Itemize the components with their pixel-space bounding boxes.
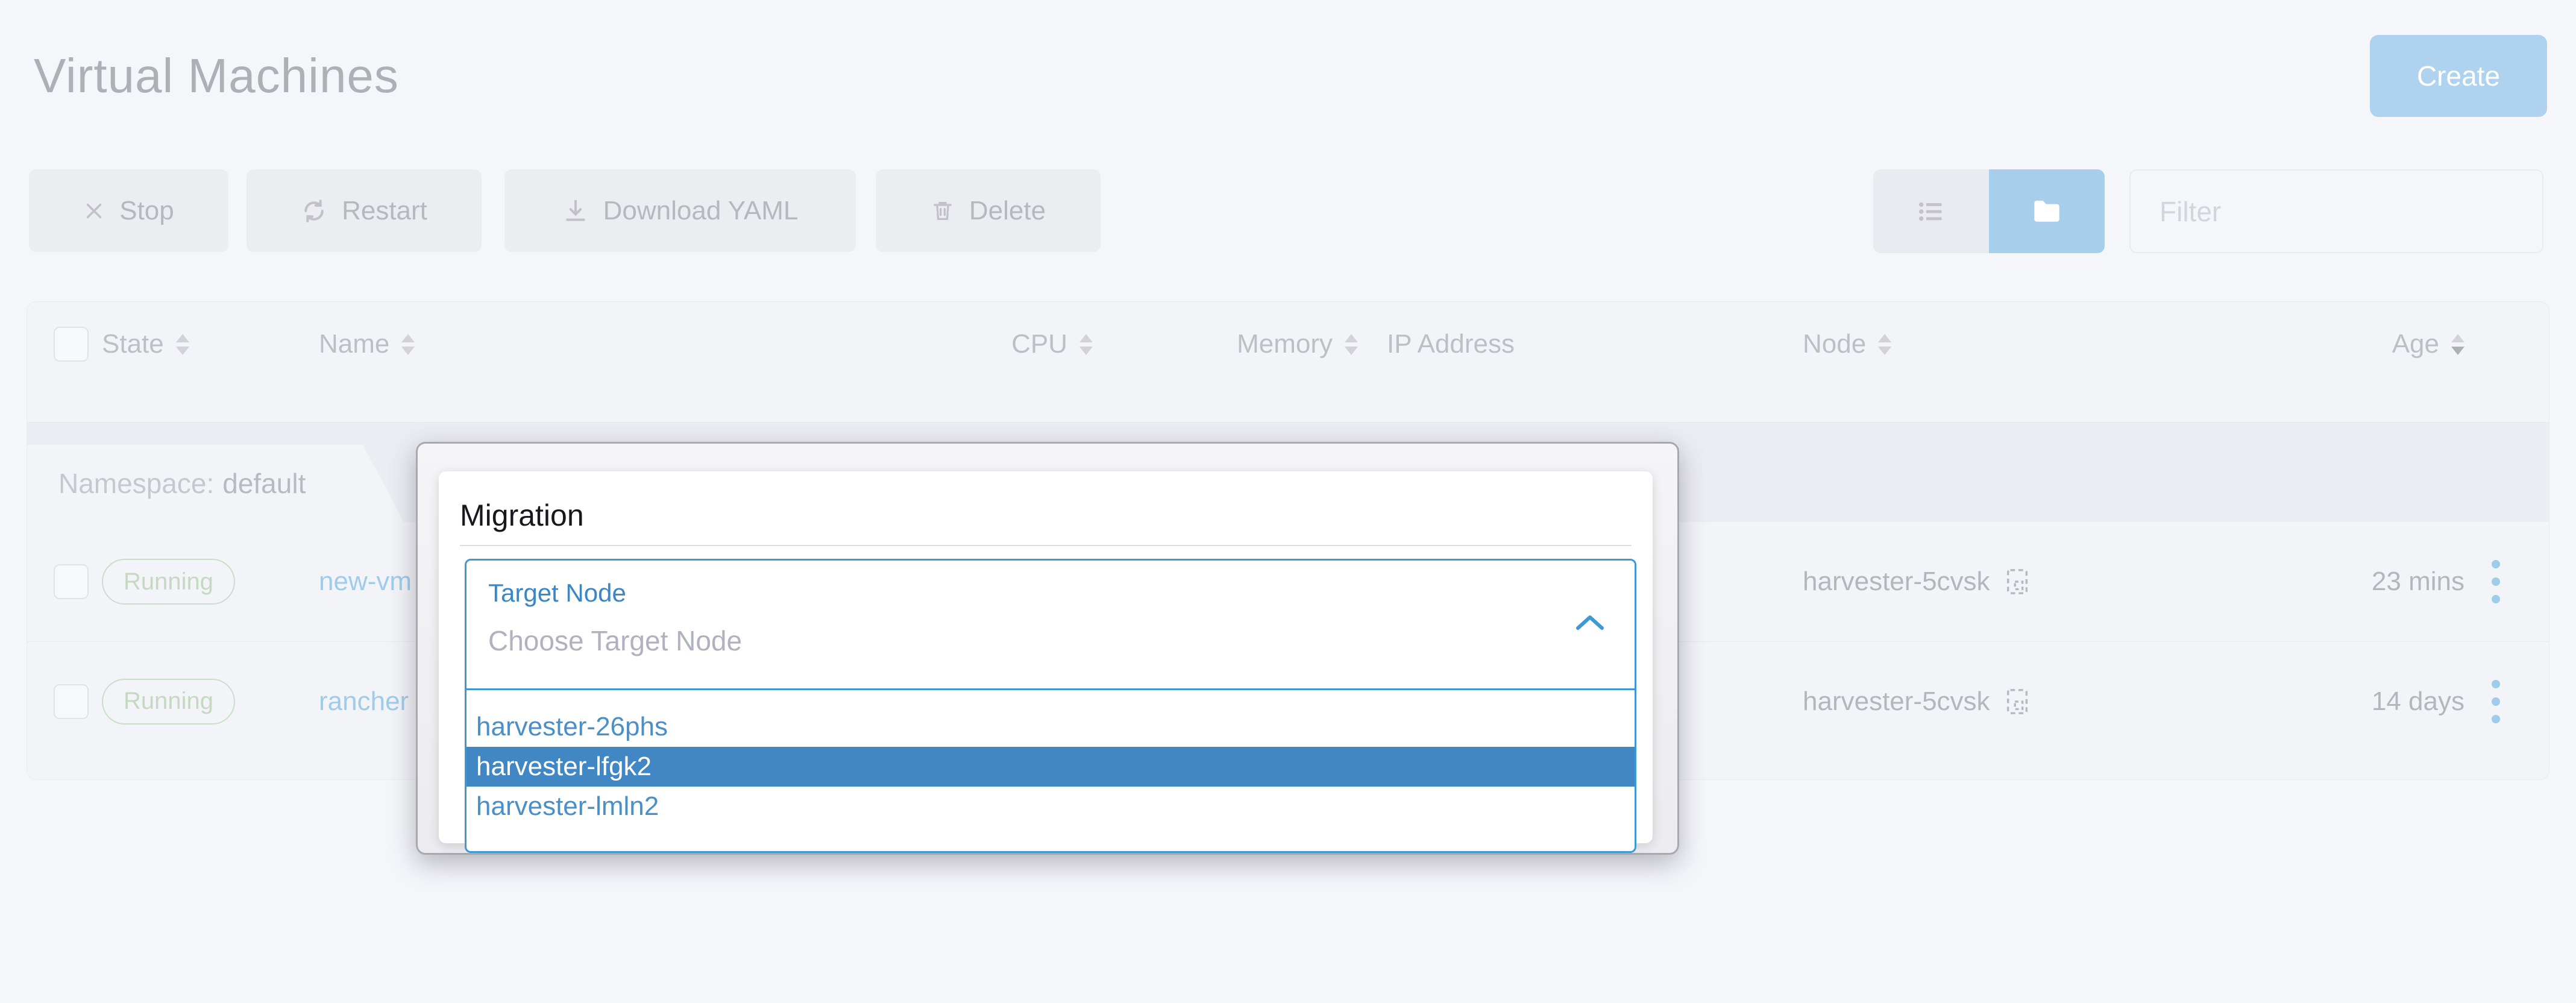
node-value: harvester-5cvsk — [1803, 686, 1990, 716]
list-view-button[interactable] — [1873, 169, 1989, 253]
restart-button[interactable]: Restart — [247, 169, 482, 252]
column-header-state[interactable]: State — [102, 329, 189, 359]
sort-icon — [1079, 333, 1093, 355]
folder-icon — [2034, 200, 2059, 222]
copy-icon[interactable] — [2003, 566, 2031, 597]
age-value: 23 mins — [2371, 567, 2464, 596]
column-header-node[interactable]: Node — [1803, 329, 1892, 359]
view-toggle — [1873, 169, 2105, 253]
node-value: harvester-5cvsk — [1803, 567, 1990, 596]
vm-name-link[interactable]: new-vm — [319, 567, 412, 596]
column-header-memory[interactable]: Memory — [1237, 329, 1358, 359]
column-header-name[interactable]: Name — [319, 329, 415, 359]
row-checkbox[interactable] — [54, 684, 89, 719]
download-icon — [565, 199, 585, 221]
table-header-row: State Name CPU Memory IP Address Node — [27, 302, 2549, 423]
target-node-dropdown: harvester-26phs harvester-lfgk2 harveste… — [465, 690, 1636, 853]
row-actions-kebab-button[interactable] — [2480, 665, 2512, 738]
stop-button-label: Stop — [119, 195, 174, 225]
target-node-select[interactable]: Target Node Choose Target Node — [465, 559, 1636, 690]
folder-view-button[interactable] — [1989, 169, 2105, 253]
row-checkbox[interactable] — [54, 564, 89, 599]
sort-icon — [175, 333, 189, 355]
migration-modal: Migration Target Node Choose Target Node… — [416, 442, 1679, 855]
select-all-checkbox[interactable] — [54, 327, 89, 362]
sort-icon — [1878, 333, 1892, 355]
modal-title: Migration — [460, 498, 584, 532]
dropdown-option[interactable]: harvester-26phs — [476, 712, 668, 741]
copy-icon[interactable] — [2003, 686, 2031, 717]
dropdown-option-selected[interactable]: harvester-lfgk2 — [467, 747, 1635, 787]
status-badge: Running — [102, 559, 236, 605]
filter-input[interactable] — [2129, 169, 2543, 253]
status-badge: Running — [102, 678, 236, 725]
target-node-placeholder: Choose Target Node — [488, 625, 743, 656]
page-title: Virtual Machines — [34, 49, 399, 102]
vm-name-link[interactable]: rancher — [319, 686, 409, 716]
download-yaml-button[interactable]: Download YAML — [504, 169, 856, 252]
divider — [460, 545, 1632, 546]
namespace-value: default — [222, 468, 306, 499]
download-yaml-button-label: Download YAML — [603, 195, 799, 225]
delete-button[interactable]: Delete — [876, 169, 1101, 252]
list-icon — [1918, 202, 1942, 221]
restart-button-label: Restart — [342, 195, 427, 225]
refresh-icon — [304, 199, 324, 222]
chevron-up-icon — [1576, 615, 1604, 630]
column-header-ip-address: IP Address — [1387, 329, 1515, 359]
dropdown-option[interactable]: harvester-lmln2 — [476, 791, 659, 821]
age-value: 14 days — [2371, 686, 2464, 716]
target-node-label: Target Node — [488, 579, 626, 607]
sort-icon — [401, 333, 415, 355]
sort-icon — [1345, 333, 1358, 355]
x-icon — [86, 203, 102, 218]
delete-button-label: Delete — [969, 195, 1046, 225]
namespace-ribbon: Namespace: default — [27, 445, 404, 522]
trash-icon — [933, 201, 952, 220]
sort-icon-desc — [2451, 333, 2464, 355]
column-header-age[interactable]: Age — [2392, 329, 2464, 359]
row-actions-kebab-button[interactable] — [2480, 546, 2512, 618]
namespace-label: Namespace: — [58, 468, 215, 499]
migration-modal-panel: Migration Target Node Choose Target Node… — [439, 471, 1653, 853]
create-button[interactable]: Create — [2370, 35, 2547, 117]
stop-button[interactable]: Stop — [29, 169, 228, 252]
column-header-cpu[interactable]: CPU — [1011, 329, 1093, 359]
